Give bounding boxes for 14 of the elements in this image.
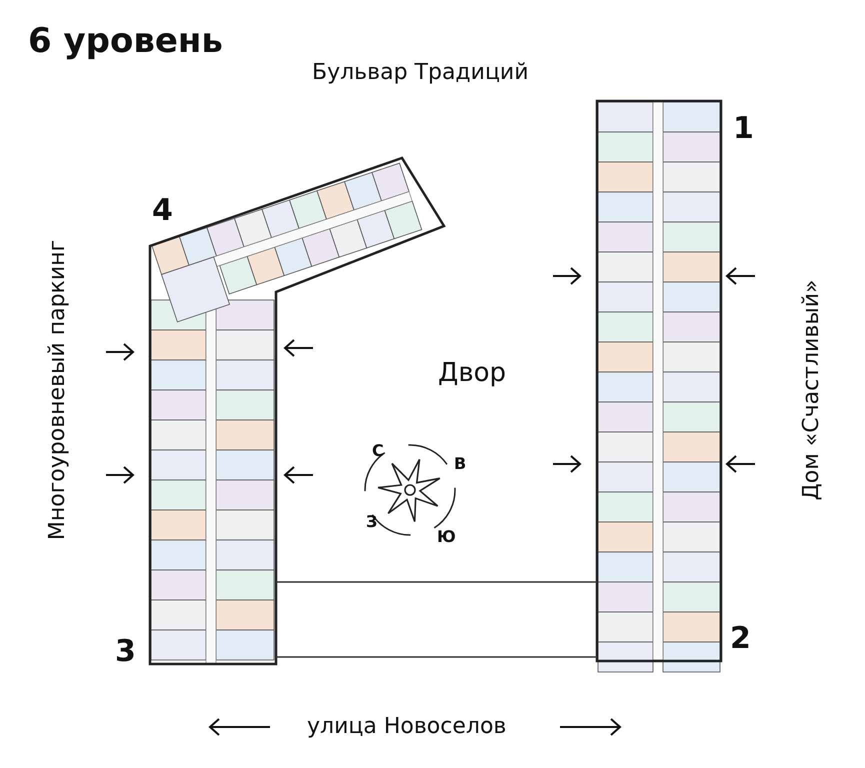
street-name: улица Новоселов (307, 716, 506, 738)
section-number: 3 (115, 637, 136, 667)
building-name: Дом «Счастливый» (801, 280, 823, 500)
compass-letter: З (366, 514, 378, 530)
compass-letter: С (372, 443, 384, 459)
compass-letter: В (454, 456, 466, 472)
section-number: 4 (152, 196, 173, 226)
courtyard-label: Двор (438, 360, 506, 386)
section-number: 2 (730, 624, 751, 654)
section-number: 1 (733, 114, 754, 144)
street-name: Бульвар Традиций (312, 62, 529, 84)
title: 6 уровень (28, 24, 223, 58)
compass-letter: Ю (437, 529, 456, 545)
street-name: Многоуровневый паркинг (47, 240, 69, 540)
